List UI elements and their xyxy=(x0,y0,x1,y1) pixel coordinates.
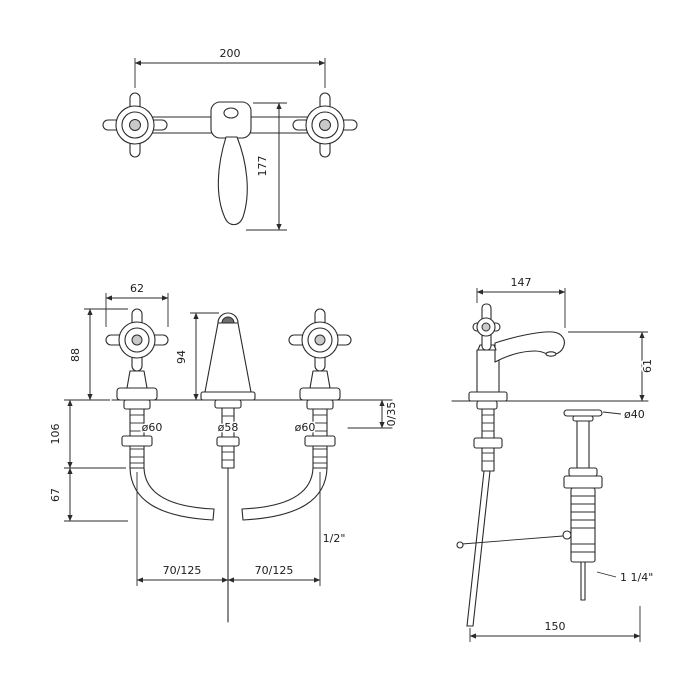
dim-62: 62 xyxy=(105,281,169,327)
side-tail-threads xyxy=(482,414,494,462)
front-view-basin-mixer: 62 88 94 106 67 0/35 ø60 xyxy=(48,281,400,623)
waste-lever-rod xyxy=(456,530,572,549)
side-view-tap-and-waste: 147 61 ø40 1 1/4" 150 xyxy=(451,275,656,642)
dim-147-label: 147 xyxy=(511,276,532,289)
dim-61-label: 61 xyxy=(641,359,654,373)
lever-handle xyxy=(210,101,252,226)
dim-deck-thickness: 0/35 xyxy=(379,399,400,429)
waste-threads xyxy=(571,495,595,553)
dim-62-label: 62 xyxy=(130,282,144,295)
dim-150-label: 150 xyxy=(545,620,566,633)
flexible-hoses xyxy=(129,467,328,521)
waste-thread-label: 1 1/4" xyxy=(620,571,653,584)
side-tap xyxy=(466,303,565,627)
dim-177: 177 xyxy=(246,102,287,231)
diameter-labels: ø60 ø58 ø60 xyxy=(140,420,317,436)
dim-88: 88 xyxy=(64,308,128,401)
waste-dia-label: ø40 xyxy=(624,408,645,421)
dim-200: 200 xyxy=(134,46,326,88)
dim-177-label: 177 xyxy=(256,156,269,177)
dim-106-label: 106 xyxy=(49,424,62,445)
wall-mounted-view: 200 177 xyxy=(102,46,358,231)
dim-pitch-left-label: 70/125 xyxy=(163,564,202,577)
right-tail-threads xyxy=(313,414,327,464)
dim-147: 147 xyxy=(476,275,566,328)
dim-67: 67 xyxy=(48,467,128,522)
dim-61: 61 xyxy=(568,331,656,402)
waste-thread-callout: 1 1/4" xyxy=(596,570,655,586)
dim-pitch-right-label: 70/125 xyxy=(255,564,294,577)
left-crosshead-valve xyxy=(102,92,168,158)
dim-200-label: 200 xyxy=(220,47,241,60)
dim-88-label: 88 xyxy=(69,348,82,362)
left-valve-assembly xyxy=(105,308,169,469)
left-tail-threads xyxy=(130,414,144,464)
dim-94-label: 94 xyxy=(175,350,188,364)
dia-left-label: ø60 xyxy=(142,421,163,434)
right-valve-assembly xyxy=(288,308,352,469)
dim-94: 94 xyxy=(174,312,219,401)
tail-thread-label: 1/2" xyxy=(323,532,346,545)
right-crosshead-valve xyxy=(292,92,358,158)
center-spout-assembly xyxy=(200,312,256,623)
supply-pipe xyxy=(466,470,491,627)
dim-150: 150 xyxy=(469,606,641,642)
dim-pitch-right: 70/125 xyxy=(227,563,321,583)
dim-deck-thickness-label: 0/35 xyxy=(385,402,398,427)
dim-pitch-left: 70/125 xyxy=(136,563,229,583)
dim-67-label: 67 xyxy=(49,488,62,502)
dim-106: 106 xyxy=(48,399,126,469)
dia-right-label: ø60 xyxy=(295,421,316,434)
pop-up-waste xyxy=(456,409,603,601)
center-tail-threads xyxy=(222,415,234,461)
waste-tail xyxy=(580,561,586,601)
dia-center-label: ø58 xyxy=(218,421,239,434)
waste-dia-callout: ø40 xyxy=(602,407,646,423)
